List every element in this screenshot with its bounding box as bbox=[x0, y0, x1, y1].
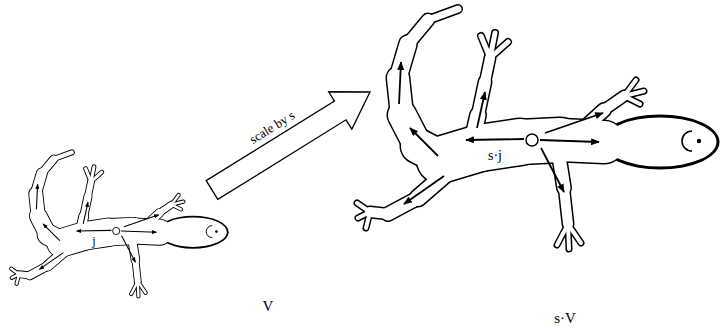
flow-arrow bbox=[43, 224, 60, 241]
body-outline bbox=[88, 182, 91, 196]
figure-label: V bbox=[263, 299, 274, 314]
body-fill bbox=[159, 205, 171, 213]
body-outline bbox=[408, 20, 428, 44]
body-outline bbox=[564, 188, 568, 224]
eye bbox=[215, 230, 218, 233]
body-outline bbox=[42, 159, 54, 173]
flow-arrow bbox=[541, 148, 564, 192]
flow-arrow bbox=[477, 92, 485, 128]
body-fill bbox=[568, 224, 581, 243]
eye-lid bbox=[682, 131, 692, 151]
center-point bbox=[526, 134, 538, 146]
body-outline bbox=[604, 96, 624, 110]
body-fill bbox=[135, 260, 137, 282]
flow-arrow bbox=[83, 202, 88, 224]
body-outline bbox=[370, 212, 388, 214]
head-fill bbox=[604, 118, 717, 167]
flow-arrow bbox=[77, 230, 112, 232]
body-outline bbox=[428, 9, 458, 20]
body-fill bbox=[91, 172, 102, 182]
head-outline bbox=[601, 115, 720, 170]
body-outline bbox=[388, 198, 418, 214]
body-fill bbox=[564, 188, 568, 224]
body-fill bbox=[485, 58, 490, 82]
body-fill bbox=[370, 212, 388, 214]
body-fill bbox=[171, 205, 181, 210]
body-outline bbox=[159, 205, 171, 213]
body-fill bbox=[17, 274, 19, 284]
flux-label: j bbox=[92, 235, 95, 247]
body-fill bbox=[490, 42, 508, 58]
body-outline bbox=[54, 152, 72, 159]
head-fill bbox=[159, 218, 227, 247]
flow-arrow bbox=[124, 215, 159, 227]
body-fill bbox=[42, 159, 54, 173]
flow-arrow bbox=[122, 236, 136, 262]
body-fill bbox=[30, 266, 48, 276]
flow-arrow bbox=[410, 128, 438, 156]
flow-arrow bbox=[39, 253, 63, 270]
body-fill bbox=[388, 198, 418, 214]
flow-arrow bbox=[121, 231, 156, 232]
body-fill bbox=[428, 9, 458, 20]
flow-arrow bbox=[404, 176, 444, 204]
body-fill bbox=[88, 182, 91, 196]
body-fill bbox=[138, 281, 146, 292]
body-outline bbox=[485, 58, 490, 82]
flux-label: s·j bbox=[488, 149, 502, 163]
body-fill bbox=[54, 152, 72, 159]
eye-lid bbox=[206, 226, 212, 238]
body-fill bbox=[624, 91, 644, 96]
body-fill bbox=[171, 202, 183, 205]
body-fill bbox=[408, 20, 428, 44]
large-gecko bbox=[357, 9, 720, 249]
flow-arrow bbox=[399, 62, 401, 104]
body-fill bbox=[357, 203, 370, 212]
body-fill bbox=[624, 96, 640, 104]
body-fill bbox=[19, 274, 30, 275]
body-outline bbox=[135, 260, 137, 282]
flow-arrow bbox=[540, 140, 599, 142]
figure-label: s·V bbox=[554, 311, 576, 326]
small-gecko bbox=[11, 152, 229, 296]
flow-arrow bbox=[36, 184, 37, 209]
body-fill bbox=[366, 212, 370, 228]
scale-arrow bbox=[206, 92, 370, 200]
flow-arrow bbox=[545, 113, 603, 133]
center-point bbox=[113, 227, 120, 234]
head-outline bbox=[157, 216, 228, 249]
eye bbox=[697, 139, 701, 143]
arrow-label: scale by s bbox=[247, 108, 297, 146]
body-fill bbox=[604, 96, 624, 110]
body-fill bbox=[11, 269, 19, 274]
flow-arrow bbox=[466, 139, 524, 140]
body-outline bbox=[19, 274, 30, 275]
body-outline bbox=[30, 266, 48, 276]
